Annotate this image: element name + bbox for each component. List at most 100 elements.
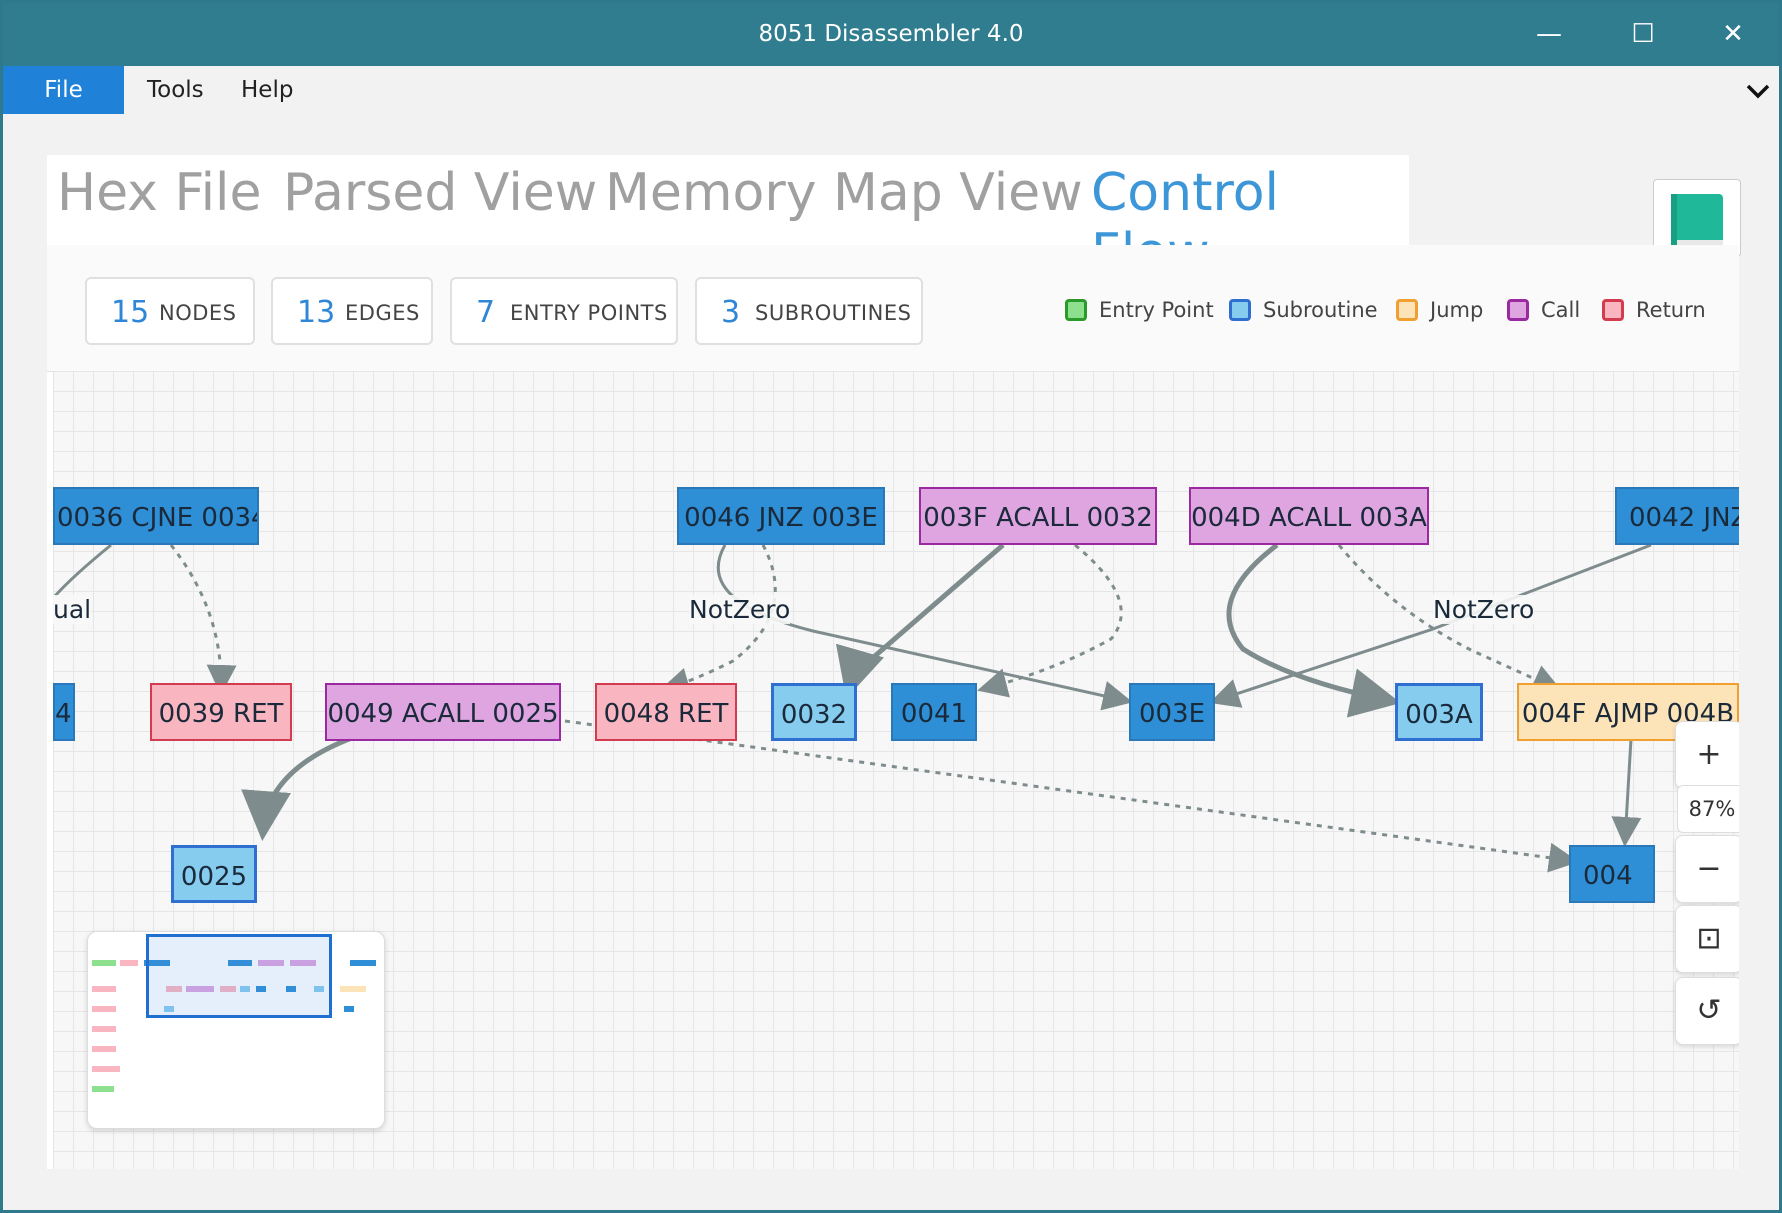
- legend-label: Call: [1541, 298, 1581, 322]
- graph-node[interactable]: 003E: [1129, 683, 1215, 741]
- minimap-node: [228, 960, 252, 966]
- minimap-node: [92, 1066, 120, 1072]
- minimize-button[interactable]: —: [1536, 19, 1562, 49]
- minimap-node: [92, 960, 116, 966]
- minimap-node: [240, 986, 250, 992]
- edge-label: NotZero: [689, 595, 791, 624]
- stat-entry-points: 7 ENTRY POINTS: [450, 277, 678, 345]
- reset-view-button[interactable]: ↺: [1675, 977, 1739, 1045]
- stat-value: 13: [297, 295, 336, 330]
- edge: [1611, 738, 1642, 847]
- edge: [1226, 543, 1401, 718]
- stat-value: 7: [476, 295, 496, 330]
- minimap-node: [120, 960, 138, 966]
- menu-tools[interactable]: Tools: [147, 77, 204, 103]
- edge: [53, 543, 112, 598]
- minimap-node: [92, 986, 116, 992]
- minimap-node: [92, 1006, 116, 1012]
- fit-view-button[interactable]: ⊡: [1675, 905, 1739, 973]
- graph-node[interactable]: 0049 ACALL 0025: [325, 683, 561, 741]
- legend-swatch: [1229, 299, 1251, 321]
- menu-file[interactable]: File: [3, 66, 124, 114]
- graph-node[interactable]: 0048 RET: [595, 683, 737, 741]
- stat-value: 3: [721, 295, 741, 330]
- minimap-node: [350, 960, 376, 966]
- graph-node[interactable]: 0046 JNZ 003E: [677, 487, 885, 545]
- edge: [1209, 543, 1652, 708]
- graph-node[interactable]: 004D ACALL 003A: [1189, 487, 1429, 545]
- graph-node[interactable]: 4: [53, 683, 75, 741]
- graph-node[interactable]: 004: [1569, 845, 1655, 903]
- maximize-button[interactable]: ☐: [1631, 19, 1655, 49]
- legend-swatch: [1396, 299, 1418, 321]
- stat-label: NODES: [159, 301, 237, 325]
- chevron-down-icon[interactable]: [1745, 66, 1771, 114]
- view-tabs: Hex File Parsed View Memory Map View Con…: [47, 155, 1409, 283]
- minimap-node: [256, 986, 266, 992]
- minimap-viewport[interactable]: [146, 934, 332, 1018]
- graph-node[interactable]: 003F ACALL 0032: [919, 487, 1157, 545]
- stat-nodes: 15 NODES: [85, 277, 255, 345]
- zoom-level: 87%: [1677, 785, 1739, 833]
- control-flow-panel: 15 NODES 13 EDGES 7 ENTRY POINTS 3 SUBRO…: [47, 245, 1739, 1169]
- graph-node[interactable]: 0032: [771, 683, 857, 741]
- graph-canvas[interactable]: 0036 CJNE 0034 0046 JNZ 003E 003F ACALL …: [53, 371, 1739, 1169]
- stat-label: SUBROUTINES: [755, 301, 912, 325]
- zoom-in-button[interactable]: +: [1675, 721, 1739, 789]
- book-icon: [1671, 194, 1723, 248]
- minimap-node: [286, 986, 296, 992]
- edge: [977, 543, 1123, 698]
- stats-bar: 15 NODES 13 EDGES 7 ENTRY POINTS 3 SUBRO…: [47, 245, 1739, 372]
- graph-node[interactable]: 0042 JNZ: [1615, 487, 1739, 545]
- edge: [169, 544, 237, 695]
- minimap-node: [290, 960, 316, 966]
- graph-node[interactable]: 0039 RET: [150, 683, 292, 741]
- minimap-node: [340, 986, 366, 992]
- minimap-node: [258, 960, 284, 966]
- minimap-node: [92, 1046, 116, 1052]
- tab-hex-file[interactable]: Hex File: [57, 163, 262, 223]
- stat-subroutines: 3 SUBROUTINES: [695, 277, 923, 345]
- graph-node[interactable]: 0025: [171, 845, 257, 903]
- legend-swatch: [1602, 299, 1624, 321]
- minimap-node: [186, 986, 214, 992]
- minimap-node: [144, 960, 170, 966]
- minimap-node: [314, 986, 324, 992]
- menu-bar: File Tools Help: [3, 66, 1779, 114]
- menu-help[interactable]: Help: [241, 77, 294, 103]
- minimap[interactable]: [87, 931, 385, 1129]
- legend-label: Return: [1636, 298, 1706, 322]
- stat-label: EDGES: [345, 301, 420, 325]
- graph-node[interactable]: 0036 CJNE 0034: [53, 487, 259, 545]
- title-bar: 8051 Disassembler 4.0 — ☐ ✕: [3, 3, 1779, 66]
- tab-parsed-view[interactable]: Parsed View: [283, 163, 598, 223]
- edge-label: ual: [53, 595, 92, 624]
- legend-swatch: [1065, 299, 1087, 321]
- stat-edges: 13 EDGES: [271, 277, 433, 345]
- tab-memory-map-view[interactable]: Memory Map View: [605, 163, 1083, 223]
- zoom-out-button[interactable]: −: [1675, 835, 1739, 903]
- minimap-node: [220, 986, 236, 992]
- legend-label: Subroutine: [1263, 298, 1378, 322]
- edge: [241, 731, 364, 841]
- legend-label: Jump: [1430, 298, 1484, 322]
- edge: [659, 544, 777, 697]
- minimap-node: [344, 1006, 354, 1012]
- edge-label: NotZero: [1433, 595, 1535, 624]
- graph-node[interactable]: 003A: [1395, 683, 1483, 741]
- minimap-node: [166, 986, 182, 992]
- close-button[interactable]: ✕: [1722, 19, 1744, 49]
- graph-node[interactable]: 0041: [891, 683, 977, 741]
- stat-value: 15: [111, 295, 150, 330]
- minimap-node: [164, 1006, 174, 1012]
- legend-label: Entry Point: [1099, 298, 1214, 322]
- stat-label: ENTRY POINTS: [510, 301, 668, 325]
- legend-swatch: [1507, 299, 1529, 321]
- edge: [564, 719, 1579, 873]
- edge: [1337, 544, 1563, 693]
- minimap-node: [92, 1026, 116, 1032]
- minimap-node: [92, 1086, 114, 1092]
- window-title: 8051 Disassembler 4.0: [758, 21, 1024, 47]
- docs-button[interactable]: [1653, 179, 1741, 257]
